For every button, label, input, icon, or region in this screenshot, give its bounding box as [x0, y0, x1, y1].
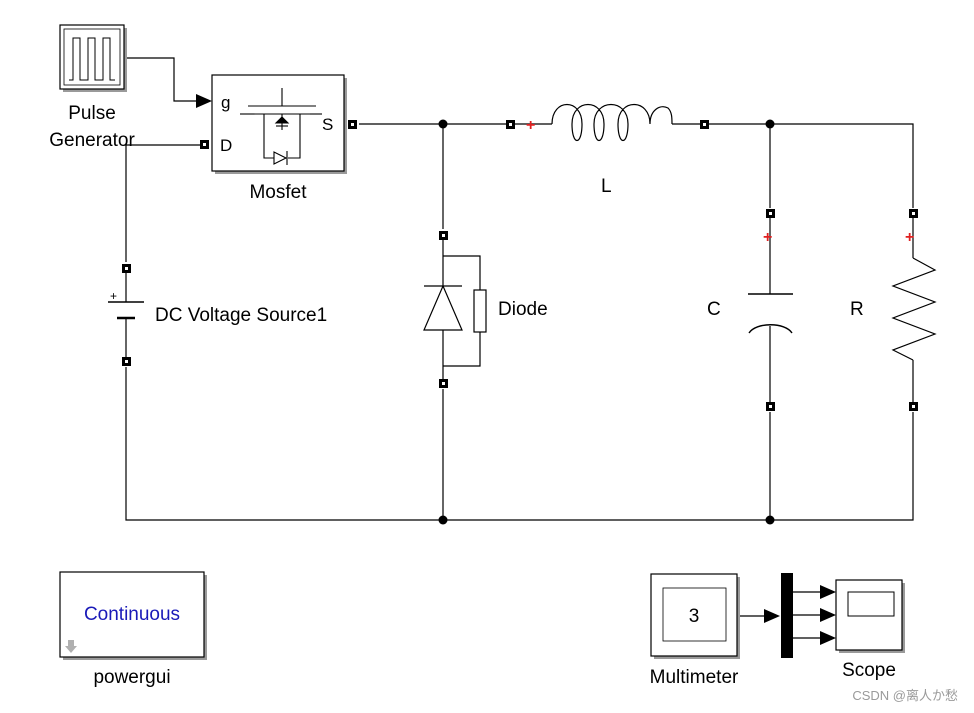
mosfet-label: Mosfet	[249, 182, 307, 203]
multimeter-label: Multimeter	[650, 667, 739, 688]
arrow-scope-1	[820, 585, 836, 599]
pulse-generator-label-1: Pulse	[68, 103, 116, 124]
mosfet-block[interactable]: g D S Mosfet	[211, 74, 347, 203]
scope-screen-icon	[847, 591, 895, 617]
pulse-icon	[69, 37, 115, 81]
diode-label: Diode	[498, 299, 548, 320]
mosfet-icon	[240, 88, 322, 165]
wire-top-right[interactable]	[709, 123, 914, 208]
multimeter-value: 3	[689, 606, 700, 627]
inductor-plus-sign: +	[526, 117, 535, 134]
resistor-icon	[891, 257, 937, 361]
multimeter-block[interactable]: 3 Multimeter	[650, 573, 740, 688]
resistor-block[interactable]: + R	[850, 218, 937, 402]
junction-node3	[438, 515, 448, 525]
diode-icon	[423, 284, 463, 331]
arrow-down-icon	[65, 640, 77, 653]
dc-voltage-source-block[interactable]: + DC Voltage Source1	[108, 273, 327, 357]
snubber-icon	[473, 289, 487, 333]
mosfet-port-g: g	[221, 93, 230, 112]
resistor-label: R	[850, 299, 864, 320]
resistor-plus-sign: +	[905, 229, 914, 246]
capacitor-label: C	[707, 299, 721, 320]
dc-source-plus-sign: +	[110, 289, 117, 303]
watermark: CSDN @离人か愁	[852, 688, 958, 703]
dc-source-label: DC Voltage Source1	[155, 305, 327, 326]
scope-block[interactable]: Scope	[835, 579, 905, 681]
powergui-label: powergui	[93, 667, 170, 688]
mosfet-port-s: S	[322, 115, 333, 134]
arrowheads	[196, 94, 836, 645]
diode-block[interactable]: Diode	[423, 240, 548, 379]
bus-selector[interactable]	[781, 573, 793, 658]
capacitor-block[interactable]: + C	[707, 218, 793, 402]
inductor-block[interactable]: + L	[515, 103, 700, 198]
arrow-multimeter-bus	[764, 609, 780, 623]
wire-pulse-to-gate[interactable]	[126, 57, 200, 102]
inductor-icon	[551, 103, 673, 142]
wire-drain-to-source[interactable]	[125, 144, 200, 262]
scope-label: Scope	[842, 660, 896, 681]
junction-node1	[438, 119, 448, 129]
arrow-scope-3	[820, 631, 836, 645]
junction-node2	[765, 119, 775, 129]
wire-bottom-rail[interactable]	[125, 367, 914, 521]
powergui-mode: Continuous	[84, 604, 180, 625]
arrow-gate	[196, 94, 212, 108]
mosfet-port-d: D	[220, 136, 232, 155]
pulse-generator-block[interactable]: Pulse Generator	[49, 24, 135, 151]
powergui-block[interactable]: Continuous powergui	[59, 571, 207, 688]
junctions	[438, 119, 775, 525]
inductor-label: L	[601, 176, 612, 197]
connection-ports	[122, 120, 918, 411]
arrow-scope-2	[820, 608, 836, 622]
pulse-generator-label-2: Generator	[49, 130, 135, 151]
junction-node4	[765, 515, 775, 525]
wires	[125, 57, 914, 639]
capacitor-plus-sign: +	[763, 229, 772, 246]
